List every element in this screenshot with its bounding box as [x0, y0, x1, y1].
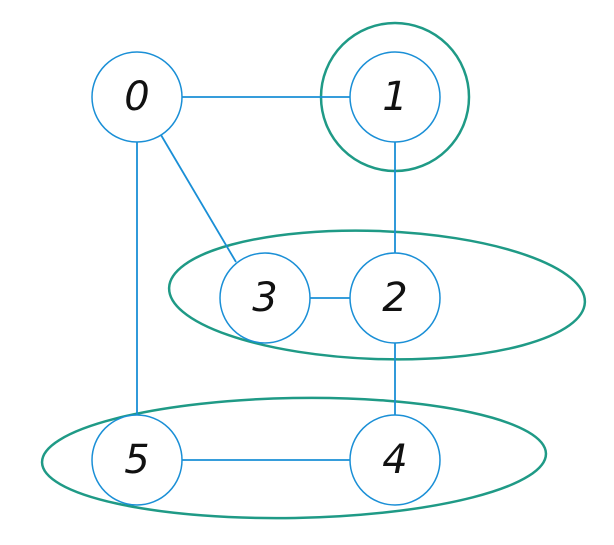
node-4: 4: [349, 414, 441, 506]
node-2-label: 2: [382, 275, 407, 321]
node-1-circle: [349, 51, 441, 143]
node-4-circle: [349, 414, 441, 506]
node-0-label: 0: [124, 74, 149, 120]
node-2-circle: [349, 252, 441, 344]
nodes: 0 1 2 3 4 5: [91, 51, 441, 506]
group-outline-4-5: [40, 396, 548, 520]
node-4-label: 4: [382, 437, 407, 483]
node-1-label: 1: [382, 74, 407, 120]
node-1: 1: [349, 51, 441, 143]
node-2: 2: [349, 252, 441, 344]
node-5: 5: [91, 414, 183, 506]
node-5-label: 5: [124, 437, 149, 483]
node-3-circle: [219, 252, 311, 344]
group-outline-2-3: [167, 229, 587, 361]
node-5-circle: [91, 414, 183, 506]
edges: [136, 96, 396, 461]
node-0: 0: [91, 51, 183, 143]
node-3: 3: [219, 252, 311, 344]
edge-0-3: [160, 134, 237, 263]
node-3-label: 3: [252, 275, 277, 321]
node-0-circle: [91, 51, 183, 143]
